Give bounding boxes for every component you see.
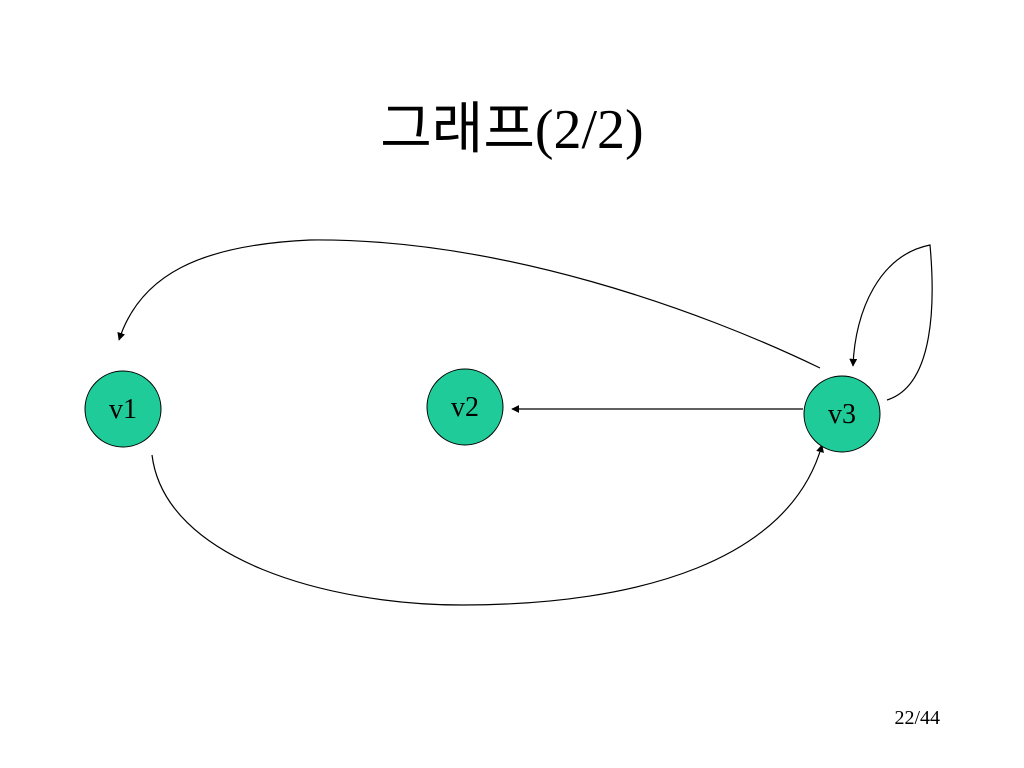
edge-v3-self-loop xyxy=(849,244,933,401)
node-v1-circle xyxy=(84,370,162,448)
slide-title: 그래프(2/2) xyxy=(380,99,644,161)
node-v3-circle xyxy=(803,375,881,453)
node-v1: v1 xyxy=(84,370,162,448)
edge-v1-to-v3 xyxy=(151,444,824,606)
node-v2-label: v2 xyxy=(451,392,479,423)
edge-v3-to-v1 xyxy=(117,239,821,369)
page-number: 22/44 xyxy=(894,707,940,729)
node-v1-label: v1 xyxy=(109,394,137,425)
node-v2: v2 xyxy=(426,368,504,446)
node-v3-label: v3 xyxy=(828,399,856,430)
node-v2-circle xyxy=(426,368,504,446)
node-v3: v3 xyxy=(803,375,881,453)
